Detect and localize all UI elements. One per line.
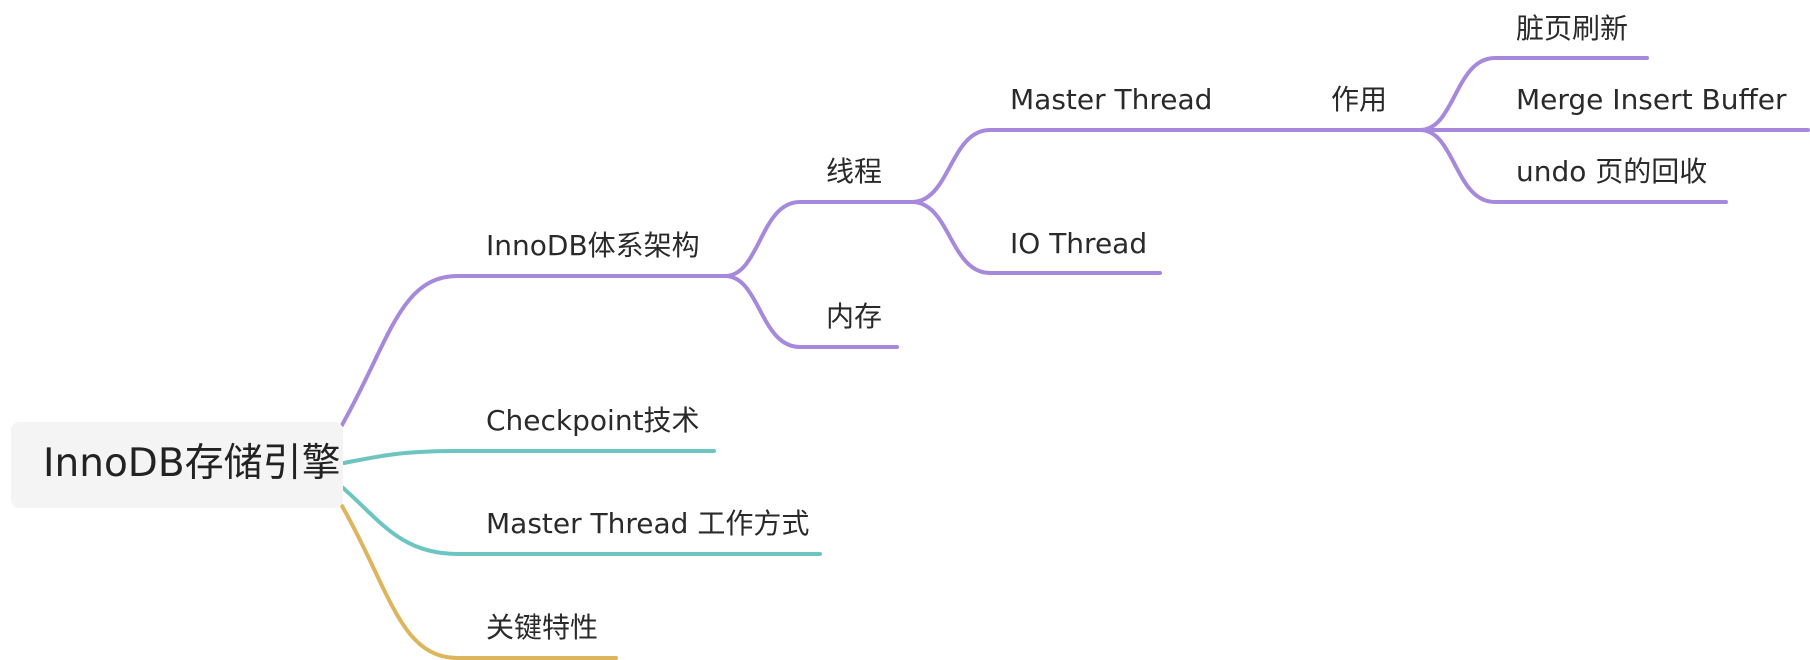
root-node[interactable] xyxy=(11,422,343,508)
connector-role-undo xyxy=(1418,128,1728,204)
node-key-features[interactable]: 关键特性 xyxy=(486,611,599,644)
node-io-thread[interactable]: IO Thread xyxy=(1010,227,1148,260)
connector-threads-master xyxy=(910,128,1422,204)
connector-architecture-memory xyxy=(723,274,899,349)
node-role-item-dirty-page[interactable]: 脏页刷新 xyxy=(1516,12,1629,45)
node-checkpoint[interactable]: Checkpoint技术 xyxy=(486,404,700,437)
connector-root-master-mode xyxy=(340,485,822,556)
node-innodb-architecture[interactable]: InnoDB体系架构 xyxy=(486,229,700,262)
node-memory[interactable]: 内存 xyxy=(826,300,883,333)
connector-architecture-threads xyxy=(723,200,914,278)
node-threads[interactable]: 线程 xyxy=(826,155,883,188)
node-master-thread-mode[interactable]: Master Thread 工作方式 xyxy=(486,507,810,540)
node-role-item-undo-recycle[interactable]: undo 页的回收 xyxy=(1516,155,1708,188)
node-role-item-merge-insert-buffer[interactable]: Merge Insert Buffer xyxy=(1516,83,1787,116)
connector-threads-io xyxy=(910,200,1162,275)
connector-root-features xyxy=(340,504,618,660)
connector-root-checkpoint xyxy=(342,449,716,465)
node-master-thread[interactable]: Master Thread xyxy=(1010,83,1213,116)
connector-root-architecture xyxy=(340,274,727,427)
connector-role-dirty-page xyxy=(1418,56,1649,132)
node-role[interactable]: 作用 xyxy=(1331,83,1388,116)
root-node-label: InnoDB存储引擎 xyxy=(43,441,341,486)
